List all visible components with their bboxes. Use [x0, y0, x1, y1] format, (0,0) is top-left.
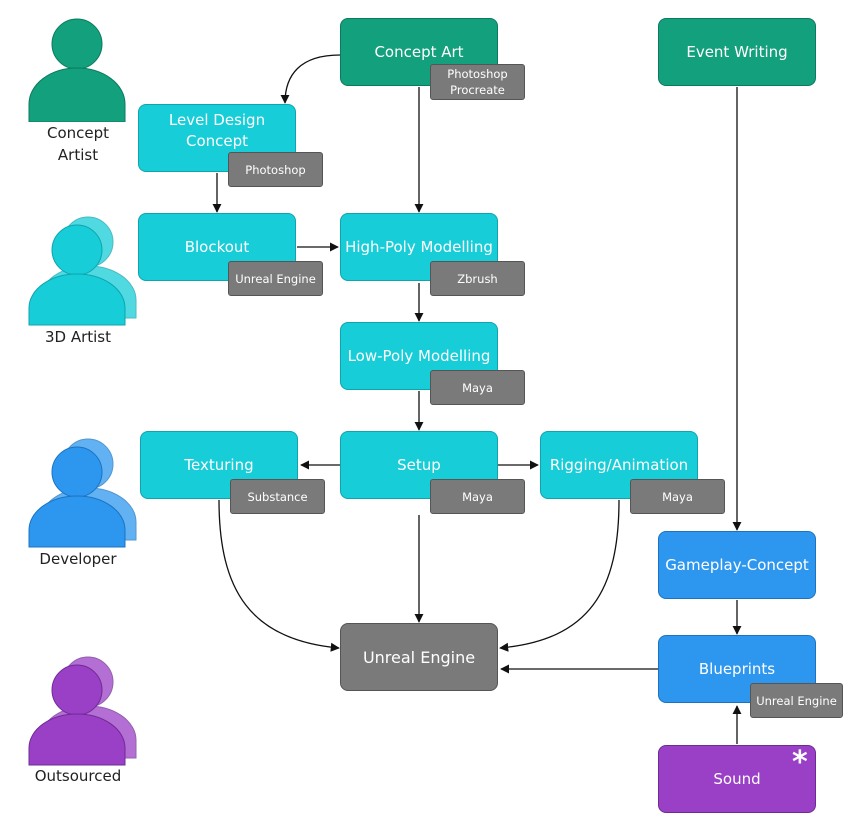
role-label-outsourced: Outsourced — [34, 767, 122, 785]
arrow-rigging-to-unreal — [499, 499, 620, 652]
node-sound-label: Sound — [713, 769, 761, 788]
tool-badge-concept-art: Photoshop Procreate — [430, 64, 525, 100]
tool-badge-low-poly: Maya — [430, 370, 525, 405]
tool-badge-texturing: Substance — [230, 479, 325, 514]
tool-badge-blueprints: Unreal Engine — [750, 683, 843, 718]
arrow-concept-to-level-design — [280, 54, 341, 104]
tool-badge-blockout: Unreal Engine — [228, 261, 323, 296]
tool-badge-high-poly: Zbrush — [430, 261, 525, 296]
person-icon — [28, 18, 126, 122]
role-label-developer: Developer — [39, 550, 117, 568]
role-label-concept-artist: Concept Artist — [46, 124, 110, 164]
role-label-3d-artist: 3D Artist — [44, 328, 112, 346]
node-event-writing[interactable]: Event Writing — [658, 18, 816, 86]
tool-badge-rigging: Maya — [630, 479, 725, 514]
node-gameplay-concept[interactable]: Gameplay-Concept — [658, 531, 816, 599]
person-icon — [28, 438, 137, 548]
tool-badge-level-design: Photoshop — [228, 152, 323, 187]
tool-badge-setup: Maya — [430, 479, 525, 514]
node-sound[interactable]: Sound — [658, 745, 816, 813]
sound-asterisk-marker: * — [792, 745, 808, 780]
person-icon — [28, 656, 137, 766]
person-icon — [28, 216, 137, 326]
node-unreal-engine[interactable]: Unreal Engine — [340, 623, 498, 691]
arrow-texturing-to-unreal — [218, 499, 340, 652]
